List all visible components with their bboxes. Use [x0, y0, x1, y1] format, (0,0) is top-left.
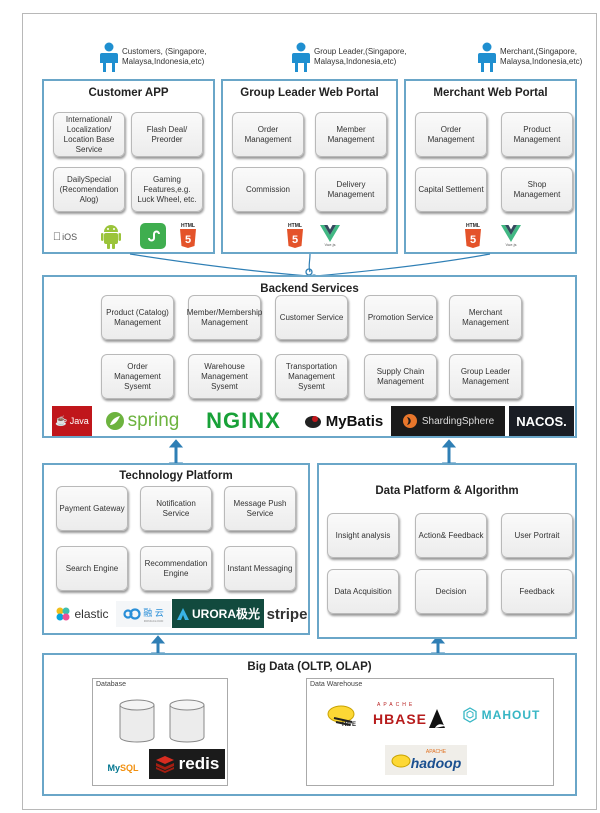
feature-box: Member Management	[315, 112, 387, 157]
nacos-logo: NACOS.	[509, 406, 574, 436]
vue-logo: Vue.js	[499, 222, 523, 250]
persona-label-line2: Malaysa,Indonesia,etc)	[122, 57, 205, 66]
hbase-logo: APACHE HBASE	[373, 699, 446, 733]
mini-program-logo	[140, 223, 166, 249]
section-title: Technology Platform	[119, 470, 233, 482]
service-box: Group Leader Management	[449, 354, 522, 399]
platform-box: User Portrait	[501, 513, 573, 558]
feature-box: Commission	[232, 167, 304, 212]
section-title: Group Leader Web Portal	[240, 87, 379, 99]
redis-logo: redis	[149, 749, 225, 779]
vue-logo: Vue.js	[318, 222, 342, 250]
person-icon	[292, 42, 310, 72]
svg-text:5: 5	[470, 234, 476, 246]
group-leader-portal-section: Group Leader Web Portal Order Management…	[221, 79, 398, 254]
stripe-logo: stripe	[266, 605, 308, 623]
platform-box: Message Push Service	[224, 486, 296, 531]
mysql-logo: MySQLMySQL	[107, 763, 139, 773]
platform-box: Payment Gateway	[56, 486, 128, 531]
feature-box: DailySpecial (Recomendation Alog)	[53, 167, 125, 212]
html5-logo: HTML 5	[287, 223, 303, 248]
platform-box: Notification Service	[140, 486, 212, 531]
big-data-section: Big Data (OLTP, OLAP) Database MySQLMySQ…	[42, 653, 577, 796]
person-icon	[100, 42, 118, 72]
spring-logo: spring	[100, 406, 184, 436]
connector-customer	[129, 253, 309, 277]
data-platform-section: Data Platform & Algorithm Insight analys…	[317, 463, 577, 639]
feature-box: Order Management	[415, 112, 487, 157]
service-box: Customer Service	[275, 295, 348, 340]
person-icon	[478, 42, 496, 72]
java-logo: ☕Java	[52, 406, 92, 436]
persona-label-line1: Merchant,(Singapore,	[500, 47, 577, 56]
persona-label-line2: Malaysa,Indonesia,etc)	[314, 57, 397, 66]
feature-box: Product Management	[501, 112, 573, 157]
backend-services-section: Backend Services Product (Catalog) Manag…	[42, 275, 577, 438]
hive-logo: HIVE	[319, 701, 367, 731]
service-box: Supply Chain Management	[364, 354, 437, 399]
aurora-logo: URORA极光	[172, 599, 264, 628]
elastic-logo: elastic	[52, 601, 112, 627]
svg-text:5: 5	[292, 234, 298, 246]
mybatis-logo: MyBatis	[298, 406, 388, 436]
platform-box: Data Acquisition	[327, 569, 399, 614]
merchant-portal-section: Merchant Web Portal Order Management Pro…	[404, 79, 577, 254]
service-box: Member/Membership Management	[187, 295, 262, 340]
platform-box: Insight analysis	[327, 513, 399, 558]
nginx-logo: NGINX	[206, 408, 281, 433]
feature-box: Shop Management	[501, 167, 573, 212]
service-box: Merchant Management	[449, 295, 522, 340]
section-title: Data Platform & Algorithm	[375, 485, 519, 497]
feature-box: Delivery Management	[315, 167, 387, 212]
connector-merchant	[315, 253, 491, 277]
technology-platform-section: Technology Platform Payment Gateway Noti…	[42, 463, 310, 635]
section-title: Backend Services	[260, 283, 359, 295]
platform-box: Search Engine	[56, 546, 128, 591]
html5-logo: HTML 5	[465, 223, 481, 248]
service-box: Promotion Service	[364, 295, 437, 340]
android-logo	[99, 222, 123, 250]
data-warehouse-box: Data Warehouse HIVE APACHE HBASE MAHOUT …	[306, 678, 554, 786]
feature-box: Gaming Features,e.g. Luck Wheel, etc.	[131, 167, 203, 212]
database-box: Database MySQLMySQL redis	[92, 678, 228, 786]
platform-box: Instant Messaging	[224, 546, 296, 591]
feature-box: Order Management	[232, 112, 304, 157]
persona-label-line2: Malaysa,Indonesia,etc)	[500, 57, 583, 66]
section-title: Merchant Web Portal	[433, 87, 548, 99]
section-title: Customer APP	[88, 87, 169, 99]
service-box: Product (Catalog) Management	[101, 295, 174, 340]
database-label: Database	[96, 681, 126, 688]
shardingsphere-logo: ShardingSphere	[391, 406, 505, 436]
feature-box: Flash Deal/ Preorder	[131, 112, 203, 157]
database-cylinder-icon	[119, 699, 155, 743]
feature-box: International/ Localization/ Location Ba…	[53, 112, 125, 157]
section-title: Big Data (OLTP, OLAP)	[247, 661, 372, 673]
persona-label-line1: Customers, (Singapore,	[122, 47, 207, 56]
platform-box: Decision	[415, 569, 487, 614]
persona-label-line1: Group Leader,(Singapore,	[314, 47, 407, 56]
platform-box: Action& Feedback	[415, 513, 487, 558]
html5-logo: HTML 5	[180, 223, 196, 248]
customer-app-section: Customer APP International/ Localization…	[42, 79, 215, 254]
connector-group-leader	[308, 253, 311, 273]
persona-group-leader: Group Leader,(Singapore,Malaysa,Indonesi…	[292, 42, 407, 72]
persona-merchant: Merchant,(Singapore,Malaysa,Indonesia,et…	[478, 42, 582, 72]
svg-text:5: 5	[185, 234, 191, 246]
data-warehouse-label: Data Warehouse	[310, 681, 363, 688]
service-box: Warehouse Management Sysemt	[188, 354, 261, 399]
feature-box: Capital Settlement	[415, 167, 487, 212]
mahout-logo: MAHOUT	[457, 701, 545, 729]
persona-customers: Customers, (Singapore,Malaysa,Indonesia,…	[100, 42, 206, 72]
ios-logo: iOS	[53, 231, 77, 243]
service-box: Transportation Management Sysemt	[275, 354, 348, 399]
database-cylinder-icon	[169, 699, 205, 743]
platform-box: Feedback	[501, 569, 573, 614]
service-box: Order Management Sysemt	[101, 354, 174, 399]
platform-box: Recommendation Engine	[140, 546, 212, 591]
